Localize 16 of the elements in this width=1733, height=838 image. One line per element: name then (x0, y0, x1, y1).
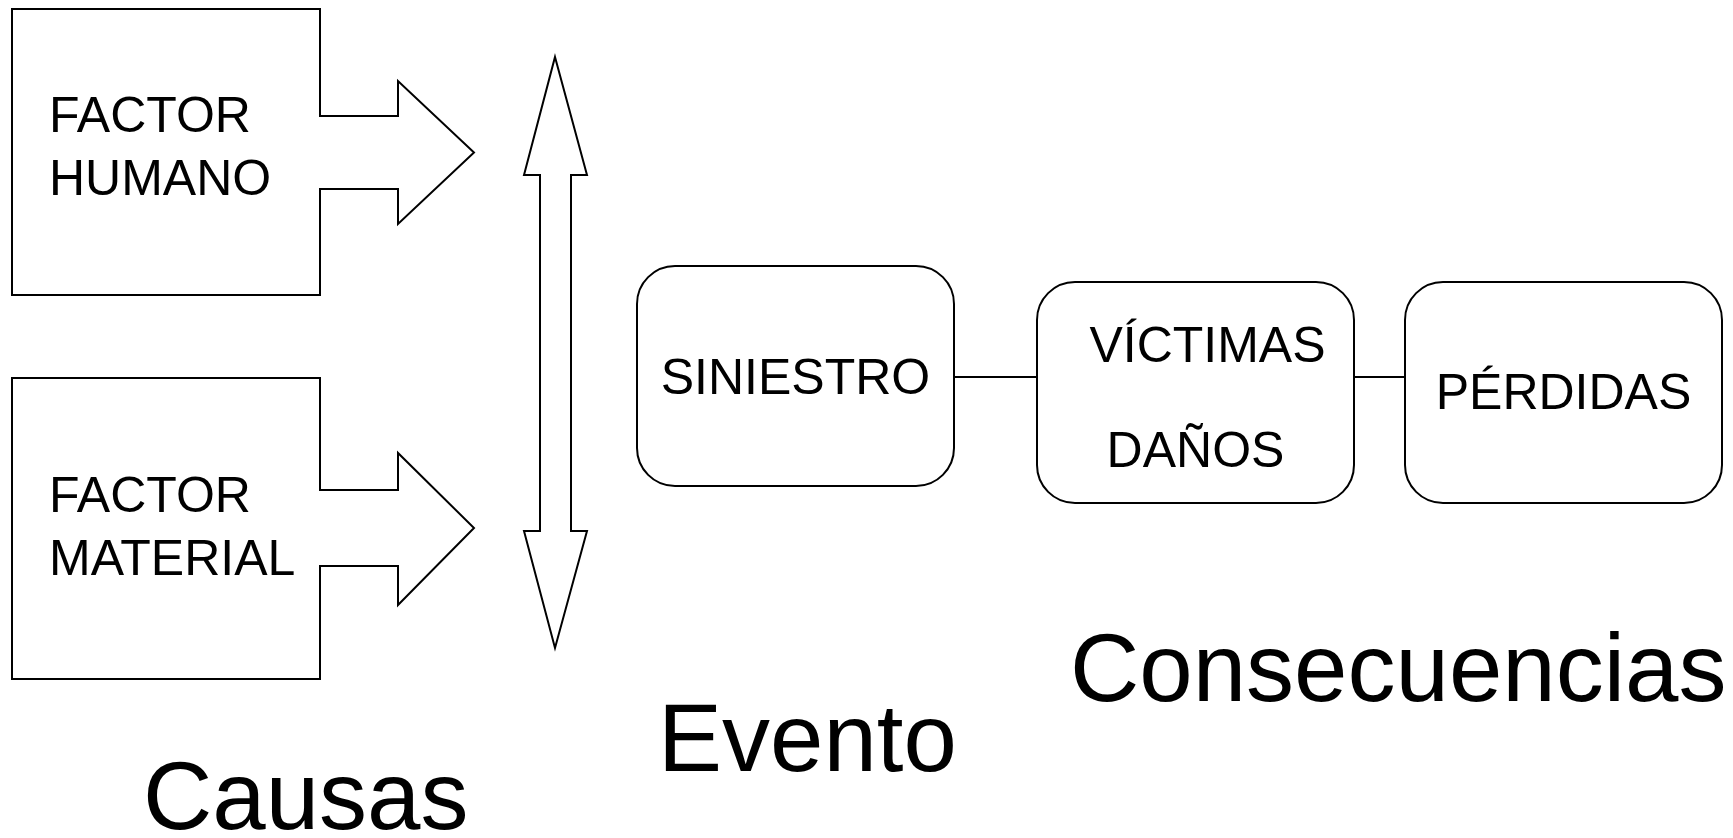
node-text: VÍCTIMAS (1088, 316, 1327, 375)
node-text: SINIESTRO (659, 348, 932, 407)
connector-line (1354, 376, 1405, 378)
rounded-box (1036, 281, 1355, 504)
node-text: FACTOR HUMANO (49, 86, 273, 208)
section-heading: Consecuencias (1070, 620, 1727, 716)
node-text: PÉRDIDAS (1434, 363, 1693, 422)
node-text: DAÑOS (1105, 421, 1286, 480)
arrow-box (11, 377, 475, 680)
arrow-box (11, 8, 475, 296)
rounded-box (636, 265, 955, 487)
section-heading: Evento (658, 690, 957, 786)
connector-line (954, 376, 1037, 378)
section-heading: Causas (143, 748, 469, 838)
node-text: FACTOR MATERIAL (49, 466, 297, 588)
rounded-box (1404, 281, 1723, 504)
